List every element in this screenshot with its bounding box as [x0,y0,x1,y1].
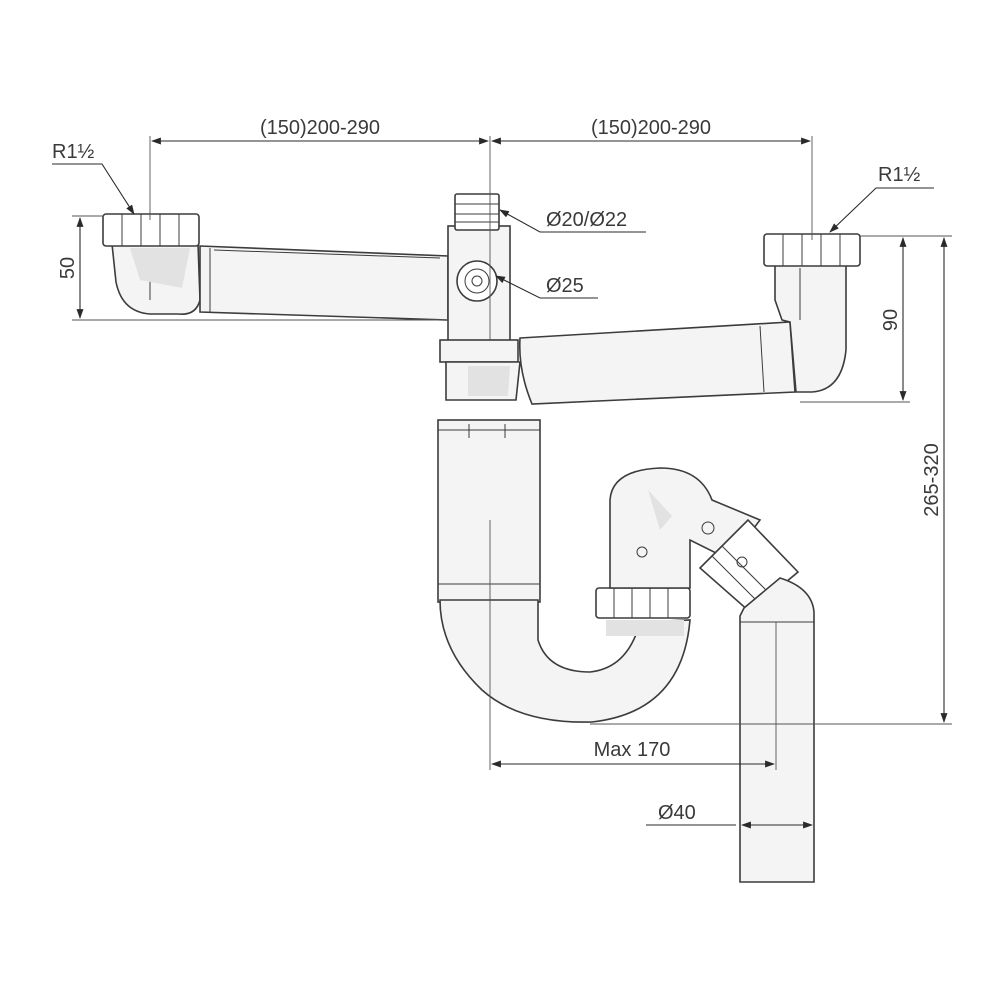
outlet-dia-label: Ø40 [658,802,696,824]
trap-return-bend [609,467,762,589]
left-strainer-elbow [102,213,201,316]
dimension-lines [52,136,952,829]
total-height-label: 265-320 [921,443,943,516]
right-height-label: 90 [880,309,902,331]
inlet-mid-label: Ø25 [546,275,584,297]
u-trap [439,587,691,723]
vertical-standpipe [437,419,541,603]
left-thread-label: R1½ [52,141,95,163]
left-waste-arm [199,245,449,321]
max-offset-label: Max 170 [594,739,671,761]
left-thread-leader [52,163,135,215]
inlet-small-leader [499,209,646,233]
right-waste-arm [518,321,796,405]
right-thread-leader [829,187,934,233]
inlet-small-label: Ø20/Ø22 [546,209,627,231]
outlet-pipe [739,577,815,883]
right-span-label: (150)200-290 [591,117,711,139]
central-tee [439,193,521,401]
dimension-labels: (150)200-290 (150)200-290 R1½ R1½ Ø20/Ø2… [52,117,943,824]
right-thread-label: R1½ [878,164,921,186]
inlet-mid-leader [495,275,598,299]
left-height-label: 50 [57,257,79,279]
siphon-parts [102,193,861,883]
left-span-label: (150)200-290 [260,117,380,139]
